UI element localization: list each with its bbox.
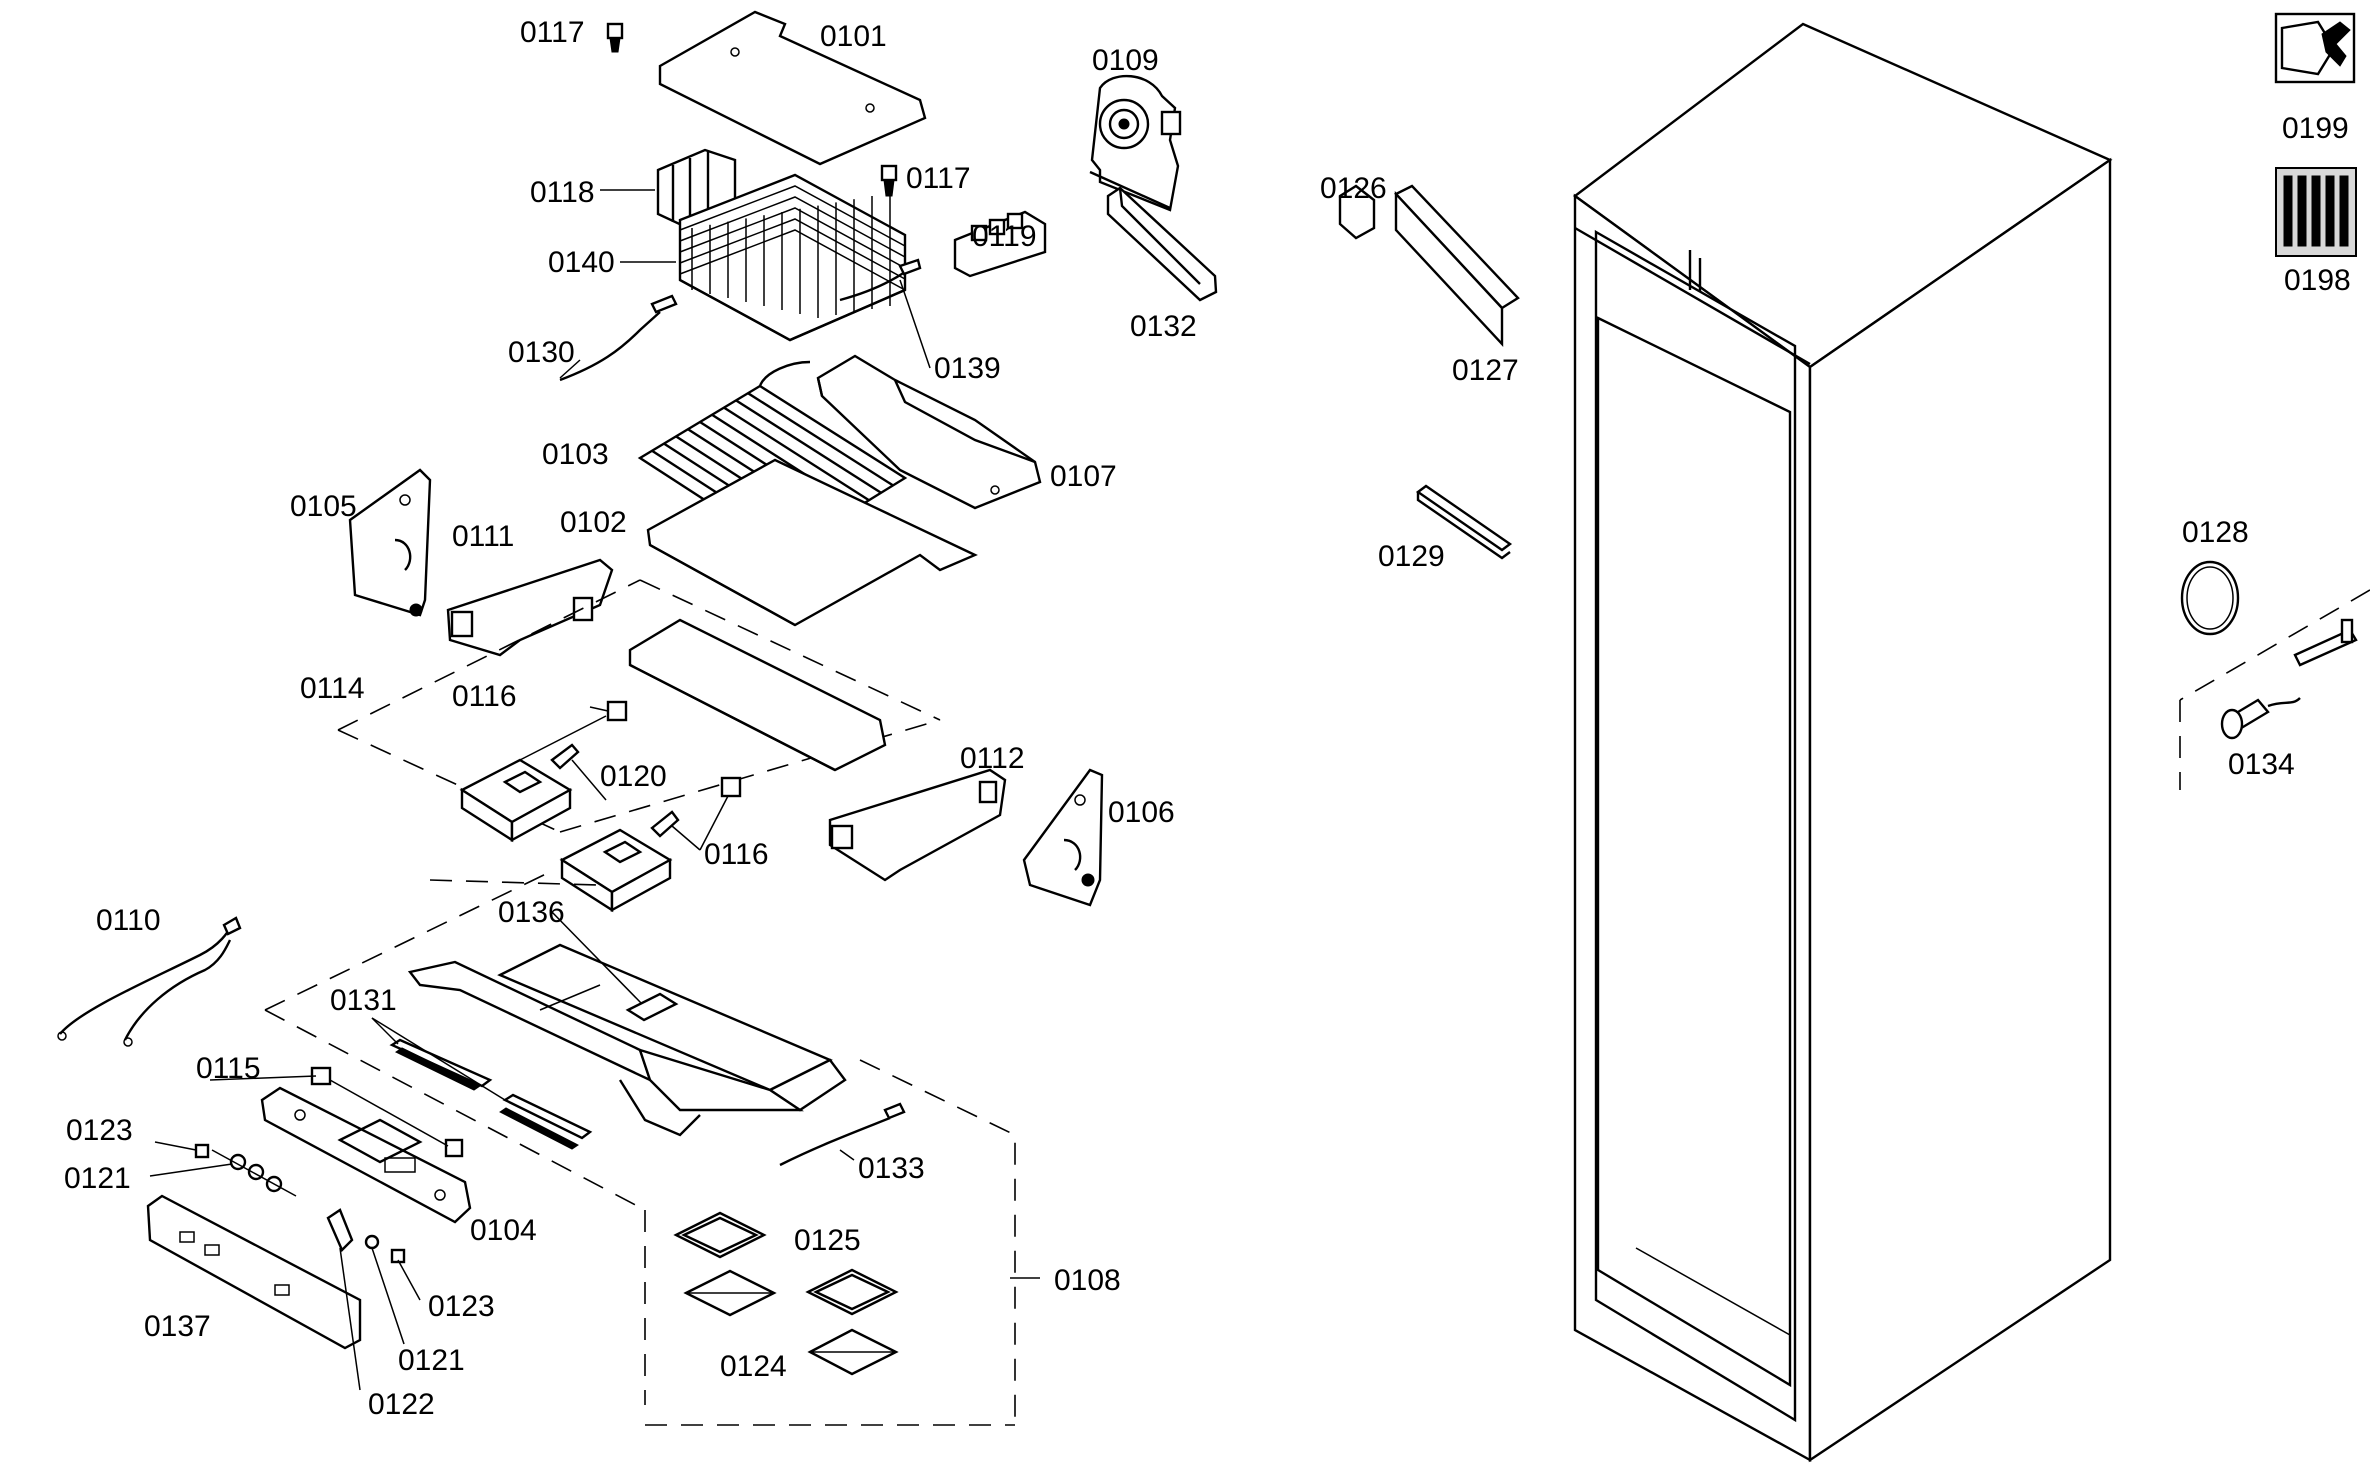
part-labels: 0117 0101 0109 0199 0117 0118 0126 0119 … — [64, 16, 2351, 1421]
part-0108-control-group-outline — [264, 871, 1016, 1426]
part-0105-side-bracket-left[interactable] — [348, 468, 432, 617]
part-0119-sensor-housing[interactable] — [953, 210, 1047, 278]
label-0106: 0106 — [1108, 796, 1175, 829]
part-lamp-housing-lower[interactable] — [559, 828, 673, 913]
part-0123-screw-right[interactable] — [390, 1248, 406, 1264]
label-0134: 0134 — [2228, 748, 2295, 781]
part-0127-panel[interactable] — [1394, 184, 1520, 348]
label-0133: 0133 — [858, 1152, 925, 1185]
label-0126: 0126 — [1320, 172, 1387, 205]
cabinet — [1572, 22, 2113, 1463]
label-0139: 0139 — [934, 352, 1001, 385]
leader-lines — [149, 189, 1040, 1391]
part-0121-clip-right[interactable] — [364, 1234, 380, 1250]
label-0111: 0111 — [452, 520, 514, 553]
label-0105: 0105 — [290, 490, 357, 523]
part-0124-pad-right[interactable] — [807, 1328, 899, 1376]
part-0122-switch[interactable] — [326, 1208, 354, 1253]
part-0106-side-bracket-right[interactable] — [1022, 768, 1104, 907]
part-cover-bar[interactable] — [628, 618, 887, 772]
part-0137-faceplate[interactable] — [146, 1194, 362, 1350]
label-0114: 0114 — [300, 672, 365, 705]
part-0128-gasket-ring[interactable] — [2180, 560, 2240, 636]
part-0126-rocker-switch[interactable] — [1338, 184, 1376, 240]
label-0110: 0110 — [96, 904, 161, 937]
label-0131: 0131 — [330, 984, 397, 1017]
part-0101-top-cover[interactable] — [658, 10, 927, 166]
label-0109: 0109 — [1092, 44, 1159, 77]
part-0139-sensor-wire[interactable] — [839, 258, 922, 302]
label-0121-left: 0121 — [64, 1162, 131, 1195]
part-0133-sensor-wire[interactable] — [779, 1102, 906, 1167]
label-0120: 0120 — [600, 760, 667, 793]
label-0116-bottom: 0116 — [704, 838, 769, 871]
label-0123-right: 0123 — [428, 1290, 495, 1323]
part-0121-clips-left[interactable] — [229, 1153, 283, 1193]
label-0119: 0119 — [972, 220, 1037, 253]
label-0132: 0132 — [1130, 310, 1197, 343]
label-0137: 0137 — [144, 1310, 211, 1343]
part-0102-drip-tray[interactable] — [646, 458, 978, 627]
label-0121-right: 0121 — [398, 1344, 465, 1377]
part-0109-fan-assembly[interactable] — [1089, 74, 1182, 212]
label-0122: 0122 — [368, 1388, 435, 1421]
part-0129-strip[interactable] — [1415, 484, 1513, 560]
label-0199: 0199 — [2282, 112, 2349, 145]
part-0116-lamp-cap-lower[interactable] — [720, 776, 742, 798]
part-0120-bulb-lower[interactable] — [650, 810, 680, 838]
part-0110-wire-harness[interactable] — [57, 916, 242, 1047]
label-0140: 0140 — [548, 246, 615, 279]
part-0107-air-duct[interactable] — [816, 354, 1042, 510]
label-0136: 0136 — [498, 896, 565, 929]
part-0131-light-strip-lower[interactable] — [499, 1093, 593, 1150]
part-0115-knob-right[interactable] — [444, 1138, 464, 1158]
part-0136-control-housing[interactable] — [407, 943, 847, 1137]
wrench-icon[interactable] — [2274, 12, 2356, 84]
part-0131-light-strip-upper[interactable] — [389, 1038, 493, 1091]
label-0127: 0127 — [1452, 354, 1519, 387]
part-0134-group-outline — [2179, 589, 2370, 790]
part-0111-duct-bracket[interactable] — [446, 558, 614, 657]
part-0132-air-duct-cover[interactable] — [1106, 186, 1218, 302]
label-0101: 0101 — [820, 20, 887, 53]
label-0117-top: 0117 — [520, 16, 585, 49]
label-0116-top: 0116 — [452, 680, 517, 713]
part-0130-sensor-wire[interactable] — [559, 294, 678, 382]
label-0104: 0104 — [470, 1214, 537, 1247]
screw-0117-top[interactable] — [606, 22, 624, 53]
literature-icon[interactable] — [2275, 167, 2357, 257]
part-0134-filter-module[interactable] — [2220, 618, 2358, 740]
label-0129: 0129 — [1378, 540, 1445, 573]
part-0104-control-panel[interactable] — [260, 1086, 472, 1224]
label-0198: 0198 — [2284, 264, 2351, 297]
label-0102: 0102 — [560, 506, 627, 539]
label-0124: 0124 — [720, 1350, 787, 1383]
part-0124-pad-left[interactable] — [683, 1269, 777, 1317]
screw-0117-mid[interactable] — [880, 164, 898, 197]
part-lamp-housing-upper[interactable] — [459, 758, 573, 843]
part-0112-duct-bracket[interactable] — [828, 768, 1007, 882]
label-0108: 0108 — [1054, 1264, 1121, 1297]
part-0120-bulb-upper[interactable] — [550, 743, 580, 770]
label-0118: 0118 — [530, 176, 595, 209]
label-0117-mid: 0117 — [906, 162, 971, 195]
part-0123-screw-left[interactable] — [194, 1143, 210, 1159]
label-0103: 0103 — [542, 438, 609, 471]
label-0107: 0107 — [1050, 460, 1117, 493]
label-0130: 0130 — [508, 336, 575, 369]
part-0116-lamp-cap-upper[interactable] — [606, 700, 628, 722]
part-0125-pad-lower[interactable] — [805, 1268, 899, 1316]
label-0125: 0125 — [794, 1224, 861, 1257]
part-0125-pad-upper[interactable] — [673, 1211, 767, 1259]
label-0123-left: 0123 — [66, 1114, 133, 1147]
label-0112: 0112 — [960, 742, 1025, 775]
label-0128: 0128 — [2182, 516, 2249, 549]
